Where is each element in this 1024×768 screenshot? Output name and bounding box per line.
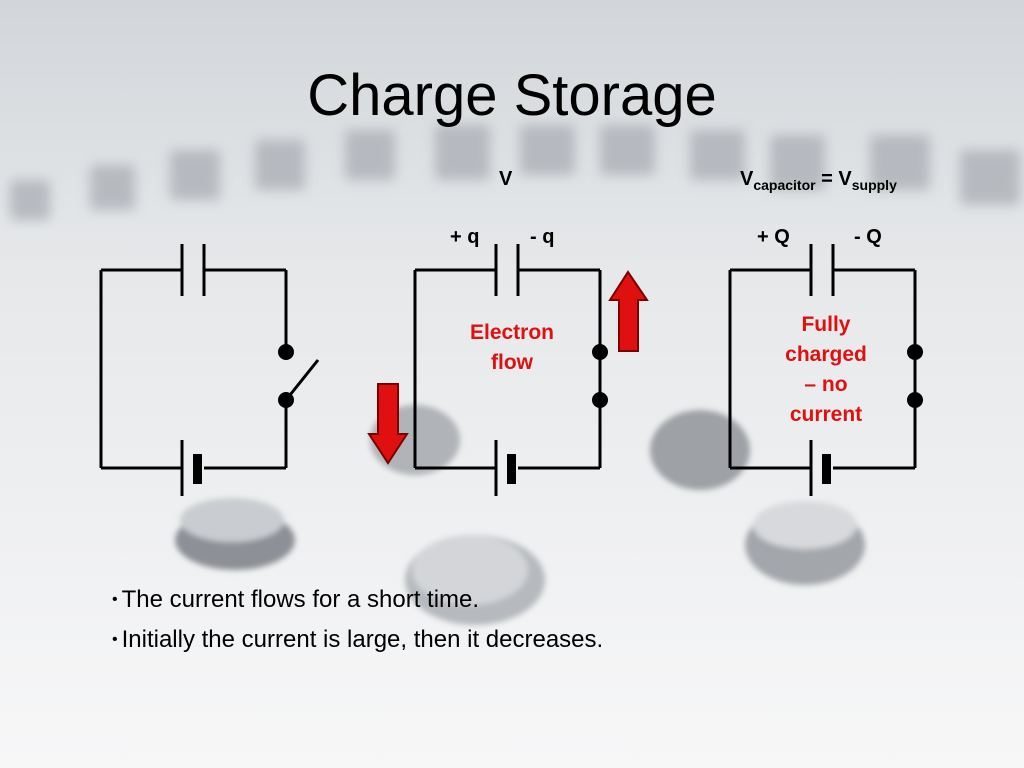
circuit-1 — [99, 244, 320, 496]
voltage-label: V — [499, 168, 513, 190]
bullet-list: •The current flows for a short time. •In… — [112, 586, 603, 666]
minus-Q-label: - Q — [854, 226, 882, 248]
electron-flow-annotation: Electron flow — [469, 321, 555, 374]
minus-q-label: - q — [530, 226, 555, 248]
voltage-equation: Vcapacitor = Vsupply — [740, 168, 897, 193]
circuit-2 — [413, 244, 602, 496]
fully-charged-annotation: Fully charged – no current — [785, 313, 867, 426]
slide-title: Charge Storage — [307, 63, 717, 128]
plus-Q-label: + Q — [757, 226, 790, 248]
bullet-item: •Initially the current is large, then it… — [112, 626, 604, 653]
arrow-down-icon — [367, 383, 409, 465]
plus-q-label: + q — [450, 226, 480, 248]
arrow-up-icon — [608, 270, 649, 352]
bullet-item: •The current flows for a short time. — [112, 586, 480, 613]
